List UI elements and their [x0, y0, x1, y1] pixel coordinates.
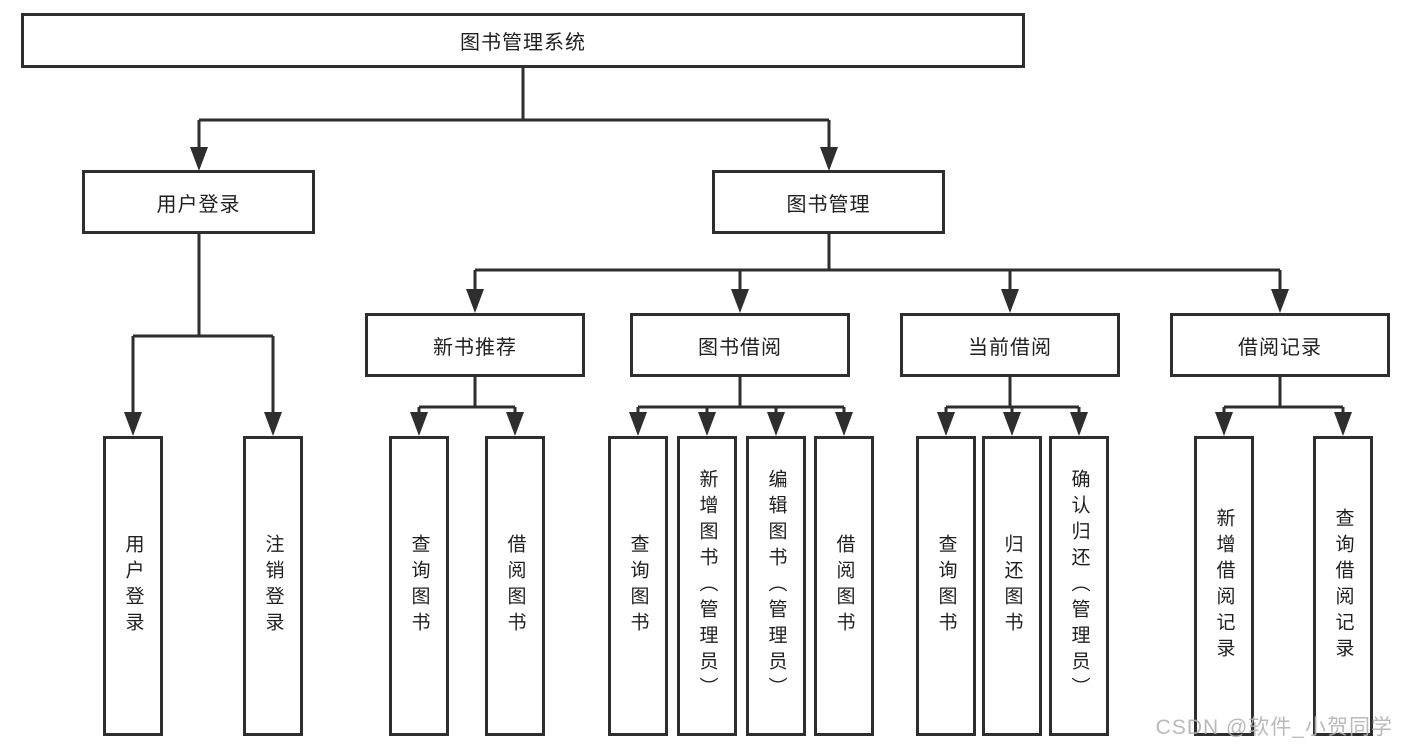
leaf-query-books-recommend-label: 查询图书 [408, 534, 430, 638]
leaf-edit-book-admin: 编辑图书（管理员） [746, 436, 806, 736]
arrowhead-down-icon [1334, 412, 1352, 436]
leaf-query-books-borrowing: 查询图书 [608, 436, 668, 736]
node-borrowing-records: 借阅记录 [1170, 313, 1390, 377]
connector-root-to-level2 [190, 68, 838, 171]
node-book-management-label: 图书管理 [786, 193, 871, 216]
leaf-query-borrow-record: 查询借阅记录 [1313, 436, 1373, 736]
leaf-borrow-books-borrowing-label: 借阅图书 [833, 534, 855, 638]
node-user-login: 用户登录 [82, 170, 315, 234]
connector-borrowing-records-to-leaves [1215, 377, 1352, 436]
leaf-user-login: 用户登录 [103, 436, 163, 736]
watermark: CSDN @软件_小贺同学 [1155, 716, 1393, 739]
connector-book-management-to-level3 [466, 234, 1289, 313]
node-new-book-recommend: 新书推荐 [365, 313, 585, 377]
leaf-add-borrow-record-label: 新增借阅记录 [1213, 508, 1235, 664]
arrowhead-down-icon [820, 147, 838, 171]
arrowhead-down-icon [506, 412, 524, 436]
leaf-add-book-admin-label: 新增图书（管理员） [696, 469, 718, 703]
leaf-query-borrow-record-label: 查询借阅记录 [1332, 508, 1354, 664]
connector-new-book-to-leaves [410, 377, 524, 436]
node-book-borrowing-label: 图书借阅 [698, 336, 782, 359]
node-current-borrowing: 当前借阅 [900, 313, 1120, 377]
arrowhead-down-icon [1271, 289, 1289, 313]
node-borrowing-records-label: 借阅记录 [1238, 336, 1322, 359]
leaf-logout-label: 注销登录 [262, 534, 284, 638]
leaf-add-borrow-record: 新增借阅记录 [1194, 436, 1254, 736]
node-book-borrowing: 图书借阅 [630, 313, 850, 377]
leaf-query-books-current: 查询图书 [916, 436, 976, 736]
leaf-add-book-admin: 新增图书（管理员） [677, 436, 737, 736]
leaf-borrow-books-borrowing: 借阅图书 [814, 436, 874, 736]
node-current-borrowing-label: 当前借阅 [968, 336, 1052, 359]
leaf-query-books-recommend: 查询图书 [389, 436, 449, 736]
node-user-login-label: 用户登录 [156, 193, 241, 216]
leaf-borrow-books-recommend-label: 借阅图书 [504, 534, 526, 638]
arrowhead-down-icon [264, 412, 282, 436]
arrowhead-down-icon [698, 412, 716, 436]
arrowhead-down-icon [1215, 412, 1233, 436]
connector-user-login-to-leaves [124, 234, 282, 436]
leaf-return-books-label: 归还图书 [1001, 534, 1023, 638]
arrowhead-down-icon [767, 412, 785, 436]
arrowhead-down-icon [466, 289, 484, 313]
node-book-management: 图书管理 [712, 170, 945, 234]
arrowhead-down-icon [731, 289, 749, 313]
arrowhead-down-icon [190, 147, 208, 171]
leaf-confirm-return-admin-label: 确认归还（管理员） [1068, 469, 1090, 703]
leaf-query-books-borrowing-label: 查询图书 [627, 534, 649, 638]
arrowhead-down-icon [1070, 412, 1088, 436]
leaf-edit-book-admin-label: 编辑图书（管理员） [765, 469, 787, 703]
arrowhead-down-icon [1003, 412, 1021, 436]
connector-current-borrowing-to-leaves [937, 377, 1088, 436]
node-root: 图书管理系统 [21, 13, 1025, 68]
leaf-query-books-current-label: 查询图书 [935, 534, 957, 638]
arrowhead-down-icon [410, 412, 428, 436]
leaf-logout: 注销登录 [243, 436, 303, 736]
node-root-label: 图书管理系统 [460, 32, 586, 54]
arrowhead-down-icon [629, 412, 647, 436]
leaf-return-books: 归还图书 [982, 436, 1042, 736]
leaf-user-login-label: 用户登录 [122, 534, 144, 638]
arrowhead-down-icon [1001, 289, 1019, 313]
arrowhead-down-icon [835, 412, 853, 436]
node-new-book-recommend-label: 新书推荐 [433, 336, 517, 359]
leaf-confirm-return-admin: 确认归还（管理员） [1049, 436, 1109, 736]
arrowhead-down-icon [124, 412, 142, 436]
connector-book-borrowing-to-leaves [629, 377, 853, 436]
arrowhead-down-icon [937, 412, 955, 436]
leaf-borrow-books-recommend: 借阅图书 [485, 436, 545, 736]
